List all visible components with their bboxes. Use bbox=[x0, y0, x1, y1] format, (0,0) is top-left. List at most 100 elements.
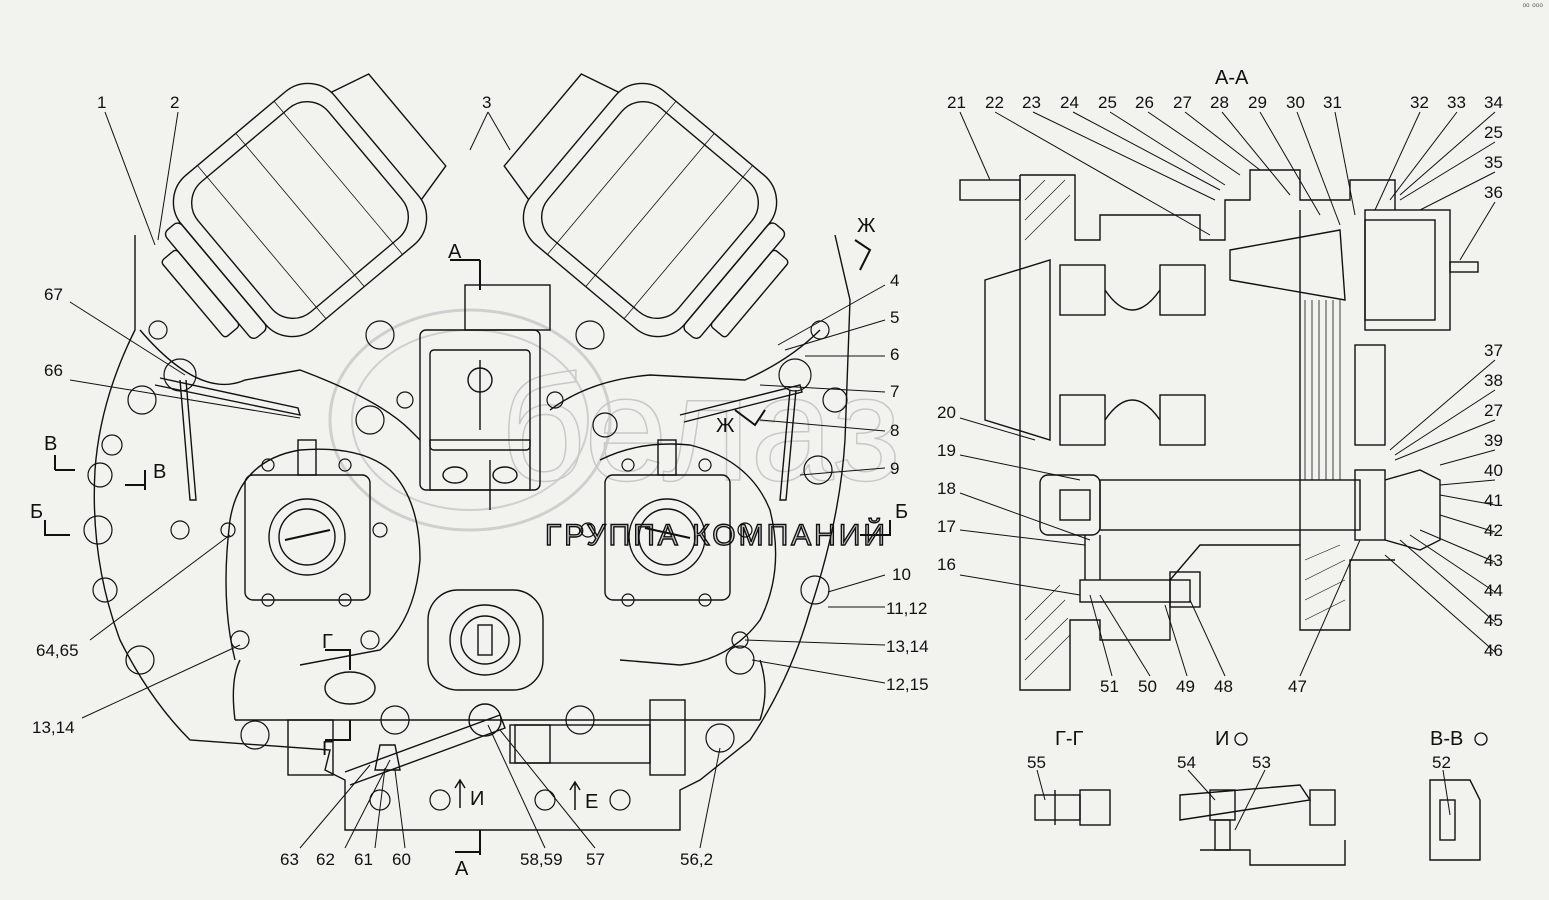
section-markers bbox=[44, 239, 891, 855]
marker-b-left: Б bbox=[30, 501, 43, 523]
callout-16: 16 bbox=[937, 555, 956, 574]
watermark-subtitle: ГРУППА КОМПАНИЙ bbox=[545, 518, 888, 552]
callout-58-59: 58,59 bbox=[520, 850, 563, 869]
callout-26: 26 bbox=[1135, 93, 1154, 112]
callout-50: 50 bbox=[1138, 677, 1157, 696]
callout-42: 42 bbox=[1484, 521, 1503, 540]
callout-46: 46 bbox=[1484, 641, 1503, 660]
callout-25-right: 25 bbox=[1484, 123, 1503, 142]
callout-54: 54 bbox=[1177, 753, 1196, 772]
view-arrows bbox=[454, 778, 581, 810]
callout-34: 34 bbox=[1484, 93, 1503, 112]
callout-29: 29 bbox=[1248, 93, 1267, 112]
marker-v-left-1: В bbox=[44, 433, 57, 455]
callout-20: 20 bbox=[937, 403, 956, 422]
marker-a-bottom: А bbox=[455, 858, 469, 880]
callout-labels: 1 2 3 4 5 6 7 8 9 10 11,12 13,14 12,15 5… bbox=[32, 93, 1503, 869]
marker-v-left-2: В bbox=[153, 461, 166, 483]
callout-5: 5 bbox=[890, 308, 899, 327]
callout-32: 32 bbox=[1410, 93, 1429, 112]
callout-21: 21 bbox=[947, 93, 966, 112]
section-title-i: И bbox=[1215, 728, 1229, 750]
callout-18: 18 bbox=[937, 479, 956, 498]
marker-e-arrow: Е bbox=[585, 791, 598, 813]
callout-31: 31 bbox=[1323, 93, 1342, 112]
marker-a-top: А bbox=[448, 241, 462, 263]
callout-28: 28 bbox=[1210, 93, 1229, 112]
callout-11-12: 11,12 bbox=[886, 599, 927, 618]
front-view bbox=[83, 73, 851, 831]
callout-19: 19 bbox=[937, 441, 956, 460]
leader-lines bbox=[69, 111, 1496, 849]
callout-8: 8 bbox=[890, 421, 899, 440]
callout-13-14-left: 13,14 bbox=[32, 718, 75, 737]
section-aa bbox=[959, 169, 1479, 691]
rotation-icons bbox=[1234, 732, 1488, 746]
callout-17: 17 bbox=[937, 517, 956, 536]
callout-53: 53 bbox=[1252, 753, 1271, 772]
callout-51: 51 bbox=[1100, 677, 1119, 696]
callout-45: 45 bbox=[1484, 611, 1503, 630]
callout-27-right: 27 bbox=[1484, 401, 1503, 420]
rotation-icon-i bbox=[1234, 732, 1248, 746]
callout-38: 38 bbox=[1484, 371, 1503, 390]
callout-6: 6 bbox=[890, 345, 899, 364]
callout-1: 1 bbox=[97, 93, 106, 112]
callout-12-15: 12,15 bbox=[886, 675, 929, 694]
callout-67: 67 bbox=[44, 285, 63, 304]
callout-60: 60 bbox=[392, 850, 411, 869]
watermark-brand: белаз bbox=[500, 344, 901, 512]
callout-40: 40 bbox=[1484, 461, 1503, 480]
callout-7: 7 bbox=[890, 382, 899, 401]
marker-zh-mid: Ж bbox=[716, 415, 735, 437]
arrow-e bbox=[569, 780, 581, 810]
marker-g-bottom: Г bbox=[322, 738, 333, 760]
callout-49: 49 bbox=[1176, 677, 1195, 696]
marker-g-top: Г bbox=[322, 631, 333, 653]
callout-44: 44 bbox=[1484, 581, 1503, 600]
callout-35: 35 bbox=[1484, 153, 1503, 172]
callout-4: 4 bbox=[890, 271, 899, 290]
callout-22: 22 bbox=[985, 93, 1004, 112]
section-titles: А-А Г-Г И В-В bbox=[1055, 67, 1463, 750]
section-gg bbox=[1034, 789, 1111, 826]
callout-66: 66 bbox=[44, 361, 63, 380]
arrow-i bbox=[454, 778, 466, 808]
callout-47: 47 bbox=[1288, 677, 1307, 696]
callout-36: 36 bbox=[1484, 183, 1503, 202]
callout-52: 52 bbox=[1432, 753, 1451, 772]
callout-23: 23 bbox=[1022, 93, 1041, 112]
marker-zh-top: Ж bbox=[857, 215, 876, 237]
callout-61: 61 bbox=[354, 850, 373, 869]
callout-27-top: 27 bbox=[1173, 93, 1192, 112]
callout-56-2: 56,2 bbox=[680, 850, 713, 869]
callout-62: 62 bbox=[316, 850, 335, 869]
watermark: белаз ГРУППА КОМПАНИЙ bbox=[328, 308, 901, 553]
callout-25-top: 25 bbox=[1098, 93, 1117, 112]
view-markers: А А Ж Ж В В Б Б Г Г И Е bbox=[30, 215, 908, 880]
callout-43: 43 bbox=[1484, 551, 1503, 570]
callout-2: 2 bbox=[170, 93, 179, 112]
callout-39: 39 bbox=[1484, 431, 1503, 450]
marker-b-right: Б bbox=[895, 501, 908, 523]
callout-10: 10 bbox=[892, 565, 911, 584]
section-title-vv: В-В bbox=[1430, 728, 1463, 750]
callout-3: 3 bbox=[482, 93, 491, 112]
section-vv bbox=[1429, 779, 1481, 861]
callout-57: 57 bbox=[586, 850, 605, 869]
section-title-gg: Г-Г bbox=[1055, 728, 1083, 750]
callout-33: 33 bbox=[1447, 93, 1466, 112]
callout-64-65: 64,65 bbox=[36, 641, 79, 660]
callout-13-14-right: 13,14 bbox=[886, 637, 929, 656]
callout-24: 24 bbox=[1060, 93, 1079, 112]
callout-55: 55 bbox=[1027, 753, 1046, 772]
marker-i-arrow: И bbox=[470, 788, 484, 810]
section-title-aa: А-А bbox=[1215, 67, 1249, 89]
rotation-icon-vv bbox=[1474, 732, 1488, 746]
callout-48: 48 bbox=[1214, 677, 1233, 696]
section-i bbox=[1179, 784, 1346, 866]
callout-41: 41 bbox=[1484, 491, 1503, 510]
callout-9: 9 bbox=[890, 459, 899, 478]
callout-37: 37 bbox=[1484, 341, 1503, 360]
